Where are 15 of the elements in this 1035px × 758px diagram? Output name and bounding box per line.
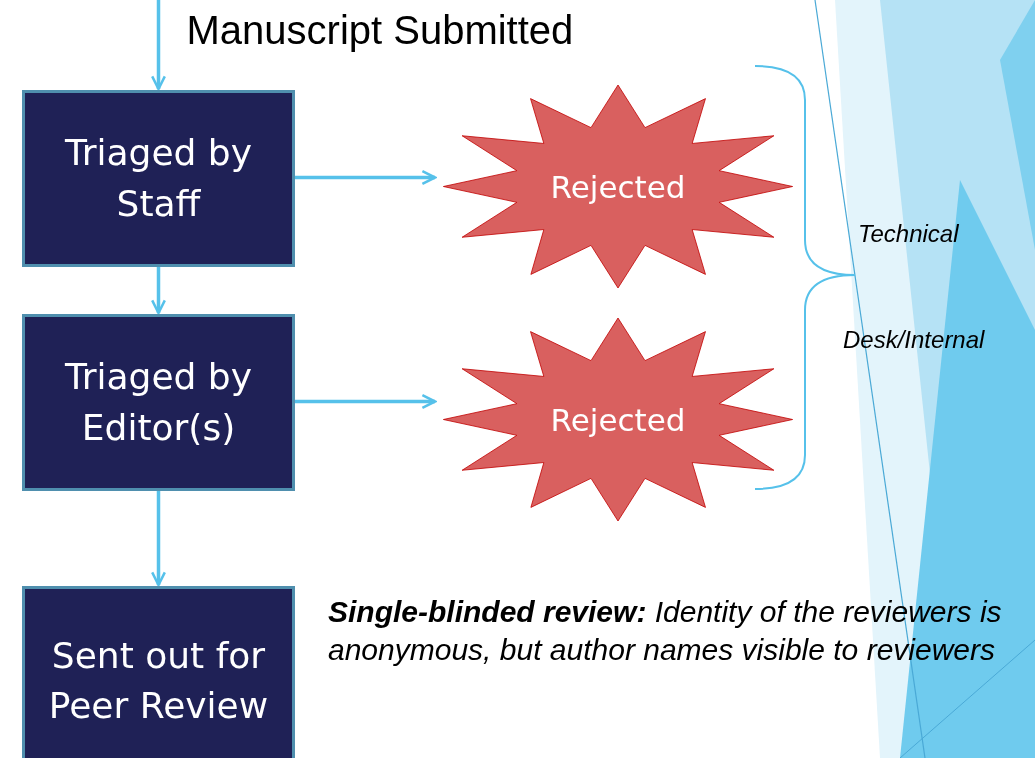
- arrow: [150, 267, 167, 315]
- arrow: [295, 169, 437, 186]
- process-box: [22, 90, 295, 267]
- arrow: [150, 491, 167, 587]
- side-label: Technical: [858, 220, 959, 248]
- node-text: Sent out for Peer Review: [47, 633, 270, 728]
- node-text: Rejected: [550, 168, 686, 205]
- arrow: [295, 393, 437, 410]
- side-label: Desk/Internal: [843, 326, 985, 354]
- arrow: [150, 0, 167, 91]
- node-text: Triaged by Editor(s): [64, 355, 253, 450]
- node-text: Triaged by Staff: [64, 131, 253, 226]
- node-text: Rejected: [550, 401, 686, 438]
- process-box: [22, 586, 295, 758]
- process-box: [22, 314, 295, 491]
